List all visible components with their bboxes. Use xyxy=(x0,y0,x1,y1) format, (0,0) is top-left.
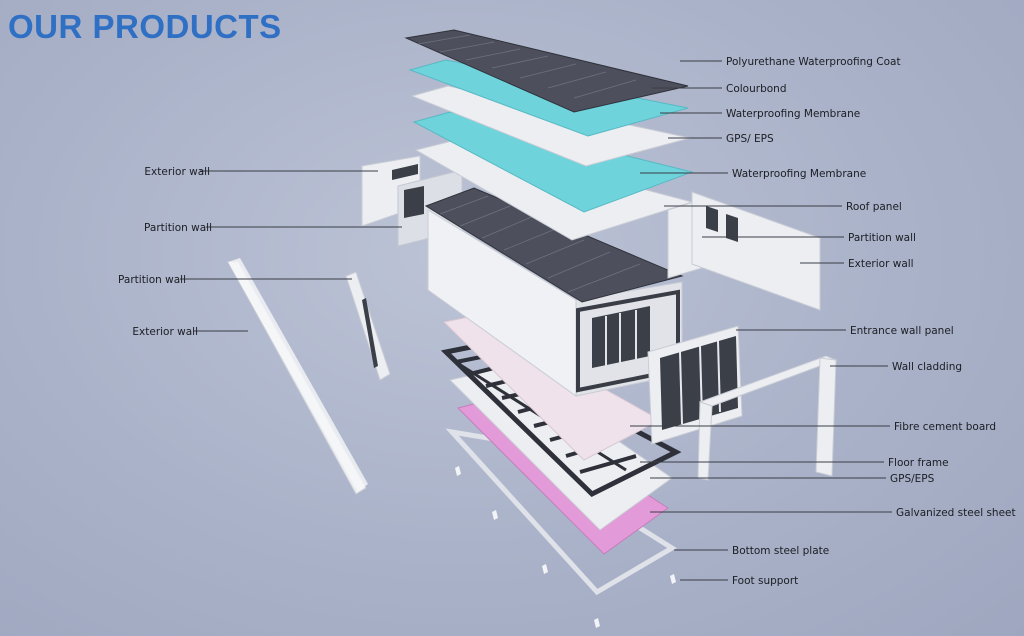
label-exterior-wall-left-bottom: Exterior wall xyxy=(132,326,198,338)
page-title: OUR PRODUCTS xyxy=(8,8,282,45)
label-floor-frame: Floor frame xyxy=(888,457,949,469)
label-polyurethane-coat: Polyurethane Waterproofing Coat xyxy=(726,56,901,68)
exterior-wall-left-large xyxy=(227,258,368,495)
roof-panel-layer xyxy=(412,111,694,213)
labels: Polyurethane Waterproofing Coat Colourbo… xyxy=(118,56,1016,587)
label-exterior-wall-left-top: Exterior wall xyxy=(144,166,210,178)
label-galvanized-steel-sheet: Galvanized steel sheet xyxy=(896,507,1016,519)
label-partition-wall-right: Partition wall xyxy=(848,232,916,244)
label-wall-cladding: Wall cladding xyxy=(892,361,962,373)
polyurethane-coat-top-layer xyxy=(404,29,689,113)
label-foot-support: Foot support xyxy=(732,575,798,587)
label-exterior-wall-right: Exterior wall xyxy=(848,258,914,270)
label-partition-wall-left-top: Partition wall xyxy=(144,222,212,234)
leader-lines xyxy=(180,60,892,581)
label-entrance-wall-panel: Entrance wall panel xyxy=(850,325,954,337)
bottom-steel-plate xyxy=(445,428,677,596)
entrance-wall-panel xyxy=(647,325,743,445)
foot-supports xyxy=(455,466,676,628)
label-waterproofing-membrane-2: Waterproofing Membrane xyxy=(732,168,866,180)
partition-wall-left-door xyxy=(345,271,391,381)
label-waterproofing-membrane-top: Waterproofing Membrane xyxy=(726,108,860,120)
wall-cladding xyxy=(697,355,838,481)
label-fibre-cement-board: Fibre cement board xyxy=(894,421,996,433)
label-partition-wall-left-mid: Partition wall xyxy=(118,274,186,286)
label-gps-eps-top: GPS/ EPS xyxy=(726,133,774,145)
label-gps-eps-bottom: GPS/EPS xyxy=(890,473,935,485)
label-bottom-steel-plate: Bottom steel plate xyxy=(732,545,829,557)
label-roof-panel: Roof panel xyxy=(846,201,902,213)
exterior-wall-right xyxy=(691,191,821,311)
label-colourbond: Colourbond xyxy=(726,83,786,95)
